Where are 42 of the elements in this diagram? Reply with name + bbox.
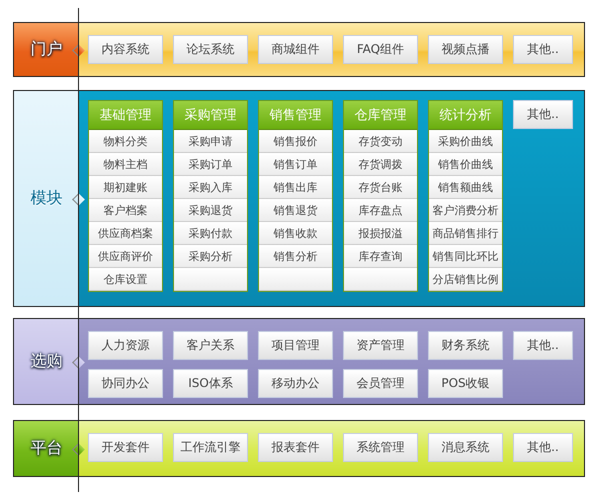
module-box: ISO体系: [173, 369, 248, 398]
module-box: 客户关系: [173, 331, 248, 360]
module-column: [343, 100, 418, 292]
module-box: 报表套件: [258, 433, 333, 462]
module-box: 消息系统: [428, 433, 503, 462]
module-box: 资产管理: [343, 331, 418, 360]
column-header: 销售管理: [259, 101, 332, 130]
module-box: 工作流引擎: [173, 433, 248, 462]
module-box: 开发套件: [88, 433, 163, 462]
module-box: 其他..: [513, 331, 573, 360]
column-header: 统计分析: [429, 101, 502, 130]
module-box: 其他..: [513, 100, 573, 129]
module-box: 内容系统: [88, 35, 163, 64]
column-header: 基础管理: [89, 101, 162, 130]
layer-band: [13, 420, 585, 477]
layer-label: 选购: [30, 351, 62, 372]
module-box: 系统管理: [343, 433, 418, 462]
module-box: 商城组件: [258, 35, 333, 64]
module-box: FAQ组件: [343, 35, 418, 64]
module-box: 会员管理: [343, 369, 418, 398]
module-box: POS收银: [428, 369, 503, 398]
module-box: 视频点播: [428, 35, 503, 64]
module-column: [428, 100, 503, 292]
module-box: 协同办公: [88, 369, 163, 398]
layer-label: 平台: [30, 438, 62, 459]
module-box: 人力资源: [88, 331, 163, 360]
module-column: [173, 100, 248, 292]
layer-band: [13, 318, 585, 405]
module-column: [88, 100, 163, 292]
module-box: 财务系统: [428, 331, 503, 360]
module-box: 其他..: [513, 35, 573, 64]
module-box: 其他..: [513, 433, 573, 462]
column-header: 采购管理: [174, 101, 247, 130]
layer-band: [13, 90, 585, 307]
layer-label: 模块: [30, 188, 62, 209]
column-header: 仓库管理: [344, 101, 417, 130]
layer-label: 门户: [30, 39, 62, 60]
module-box: 项目管理: [258, 331, 333, 360]
module-box: 论坛系统: [173, 35, 248, 64]
module-column: [258, 100, 333, 292]
layer-band: [13, 22, 585, 77]
module-box: 移动办公: [258, 369, 333, 398]
